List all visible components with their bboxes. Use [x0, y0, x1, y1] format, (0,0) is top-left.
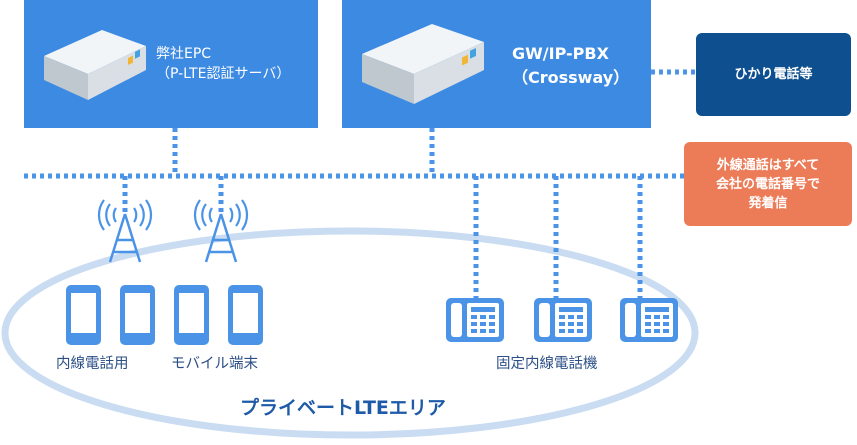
internal-phones-caption: 内線電話用: [56, 356, 129, 372]
epc-label-line2: （P-LTE認証サーバ）: [156, 66, 291, 82]
smartphone-icon: [120, 285, 155, 345]
external-call-notice: 外線通話はすべて 会社の電話番号で 発着信: [684, 142, 852, 226]
epc-server-box: 弊社EPC （P-LTE認証サーバ）: [24, 0, 318, 128]
server-appliance-icon: [362, 24, 484, 104]
desk-phone-icon: [534, 298, 592, 342]
desk-phone-icon: [620, 298, 678, 342]
epc-label-line1: 弊社EPC: [156, 46, 212, 62]
hikari-phone-pill: ひかり電話等: [696, 33, 851, 116]
pbx-label-line2: （Crossway）: [512, 68, 630, 87]
epc-label: 弊社EPC （P-LTE認証サーバ）: [156, 44, 290, 84]
pbx-server-box: GW/IP-PBX （Crossway）: [342, 0, 651, 128]
smartphone-icon: [174, 285, 209, 345]
mobile-terminals-caption: モバイル端末: [171, 356, 258, 372]
lte-area-title: プライベートLTEエリア: [240, 397, 446, 419]
antenna-icon: [97, 199, 153, 263]
pbx-label: GW/IP-PBX （Crossway）: [512, 42, 629, 90]
notice-line3: 発着信: [748, 195, 788, 211]
desk-phone-icon: [446, 298, 504, 342]
fixed-phones-caption: 固定内線電話機: [496, 356, 598, 372]
pbx-label-line1: GW/IP-PBX: [512, 44, 609, 63]
server-appliance-icon: [44, 30, 146, 100]
smartphone-icon: [228, 285, 263, 345]
antenna-icon: [193, 199, 249, 263]
hikari-phone-label: ひかり電話等: [734, 67, 813, 82]
smartphone-icon: [66, 285, 101, 345]
notice-line1: 外線通話はすべて: [716, 157, 820, 173]
notice-line2: 会社の電話番号で: [715, 176, 820, 192]
lte-area-ellipse: [1, 227, 699, 439]
